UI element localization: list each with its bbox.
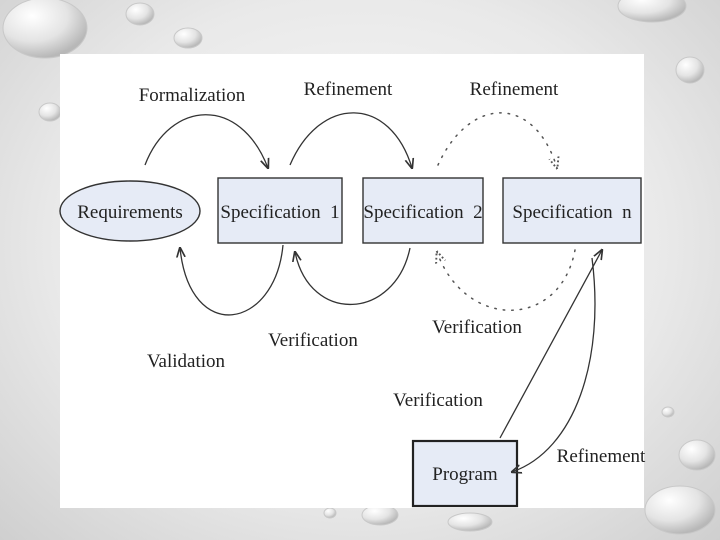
specification-n-label: Specification n: [512, 202, 632, 223]
formalization-label: Formalization: [139, 85, 246, 106]
diagram-panel: [60, 54, 644, 508]
drop-decoration: [323, 507, 337, 519]
drop-decoration: [2, 0, 88, 59]
drop-decoration: [173, 27, 203, 49]
refinement-arrow-program: [512, 257, 596, 472]
verification-arrow-program: [499, 250, 602, 439]
formalization-arrow: [144, 114, 268, 168]
specification-1-node: [217, 177, 343, 244]
drop-decoration: [644, 485, 716, 535]
verification-label-2-1: Verification: [268, 330, 358, 351]
drop-decoration: [661, 406, 675, 418]
refinement-arrow-1-2: [289, 112, 412, 168]
drop-decoration: [617, 0, 687, 23]
verification-arrow-n-2: [437, 250, 576, 311]
drop-decoration: [675, 56, 705, 84]
specification-2-label: Specification 2: [363, 202, 482, 223]
drop-decoration: [678, 439, 716, 471]
verification-label-program: Verification: [393, 390, 483, 411]
program-node: [411, 439, 519, 508]
requirements-label: Requirements: [77, 202, 183, 223]
refinement-label-1-2: Refinement: [304, 79, 393, 100]
drop-decoration: [125, 2, 155, 26]
specification-1-label: Specification 1: [220, 202, 339, 223]
specification-2-node: [362, 177, 484, 244]
validation-arrow: [180, 244, 284, 316]
verification-arrow-2-1: [295, 247, 411, 306]
refinement-label-2-n: Refinement: [470, 79, 559, 100]
program-label: Program: [432, 464, 498, 485]
refinement-label-program: Refinement: [557, 446, 646, 467]
validation-label: Validation: [147, 351, 226, 372]
verification-label-n-2: Verification: [432, 317, 522, 338]
drop-decoration: [447, 512, 493, 532]
refinement-arrow-2-n: [437, 112, 557, 168]
requirements-node: [59, 180, 201, 242]
specification-n-node: [502, 177, 642, 244]
